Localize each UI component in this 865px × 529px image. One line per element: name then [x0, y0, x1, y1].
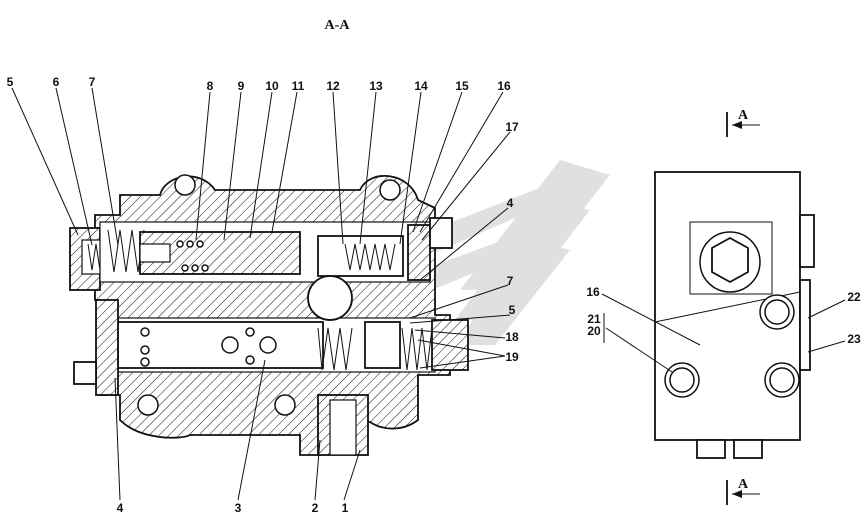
hex-seat	[689, 221, 773, 295]
bolt-inner	[669, 367, 695, 393]
plunger-ball	[186, 240, 194, 248]
upper-spring	[107, 229, 145, 273]
callouts-left: 5 6 7 8 9 10 11 12 13 14 15 16 17 4 7 5 …	[7, 75, 519, 515]
side-plug	[799, 214, 815, 268]
section-marker-label: A	[738, 477, 749, 492]
callout-label: 14	[414, 79, 428, 93]
callout-label: 5	[509, 303, 516, 317]
callout-label: 2	[312, 501, 319, 515]
callout-label: 8	[207, 79, 214, 93]
leader-lines-right	[601, 293, 846, 373]
section-title: A-A	[325, 18, 351, 33]
left-bolt	[73, 361, 97, 385]
bolt-inner	[769, 367, 795, 393]
right-plug-nut	[429, 217, 453, 249]
callout-label: 7	[89, 75, 96, 89]
spool-hole	[140, 327, 150, 337]
fitting-bore	[329, 399, 357, 456]
section-view	[69, 174, 469, 456]
bolt-inner	[764, 299, 790, 325]
bottom-boss	[733, 439, 763, 459]
callout-label: 16	[586, 285, 600, 299]
check-ball	[307, 275, 353, 321]
spool-hole	[245, 327, 255, 337]
mount-hole	[379, 179, 401, 201]
callout-label: 18	[505, 330, 519, 344]
callout-label: 3	[235, 501, 242, 515]
mount-hole	[274, 394, 296, 416]
left-plate	[95, 299, 119, 396]
lower-spring-right	[401, 327, 433, 371]
plunger-ball	[191, 264, 199, 272]
callout-label: 4	[117, 501, 124, 515]
right-plug-upper	[407, 224, 431, 281]
callout-label: 19	[505, 350, 519, 364]
cartridge-spring	[344, 243, 396, 271]
mount-hole	[137, 394, 159, 416]
section-marker-bottom: A	[726, 477, 760, 505]
callout-label: 23	[847, 332, 861, 346]
spool-hole	[140, 345, 150, 355]
callouts-right: 16 21 20 22 23	[586, 285, 861, 346]
callout-label: 15	[455, 79, 469, 93]
callout-label: 7	[507, 274, 514, 288]
spool-port	[221, 336, 239, 354]
callout-label: 21	[587, 312, 601, 326]
callout-label: 6	[53, 75, 60, 89]
callout-label: 10	[265, 79, 279, 93]
spool-hole	[140, 357, 150, 367]
section-marker-label: A	[738, 108, 749, 123]
lower-piston	[364, 321, 401, 369]
callout-label: 4	[507, 196, 514, 210]
lower-spool	[117, 321, 324, 369]
callout-label: 17	[505, 120, 519, 134]
bottom-boss	[696, 439, 726, 459]
callout-label: 16	[497, 79, 511, 93]
callout-label: 12	[326, 79, 340, 93]
callout-label: 1	[342, 501, 349, 515]
lower-spring-left	[317, 327, 353, 371]
mount-hole	[174, 174, 196, 196]
side-plug	[799, 279, 811, 371]
plunger-ball	[201, 264, 209, 272]
callout-label: 13	[369, 79, 383, 93]
right-plug-lower	[431, 319, 469, 371]
callout-label: 22	[847, 290, 861, 304]
leader-lines-left	[11, 87, 511, 501]
callout-label: 20	[587, 324, 601, 338]
plunger-ball	[181, 264, 189, 272]
plunger-ball	[176, 240, 184, 248]
hex-plug	[711, 236, 749, 284]
plunger-end	[139, 243, 171, 263]
callout-label: 11	[292, 79, 305, 93]
section-marker-top: A	[726, 108, 760, 137]
spool-port	[259, 336, 277, 354]
spool-hole	[245, 355, 255, 365]
end-view	[654, 171, 815, 459]
callout-label: 9	[238, 79, 245, 93]
callout-label: 5	[7, 75, 14, 89]
plunger-ball	[196, 240, 204, 248]
